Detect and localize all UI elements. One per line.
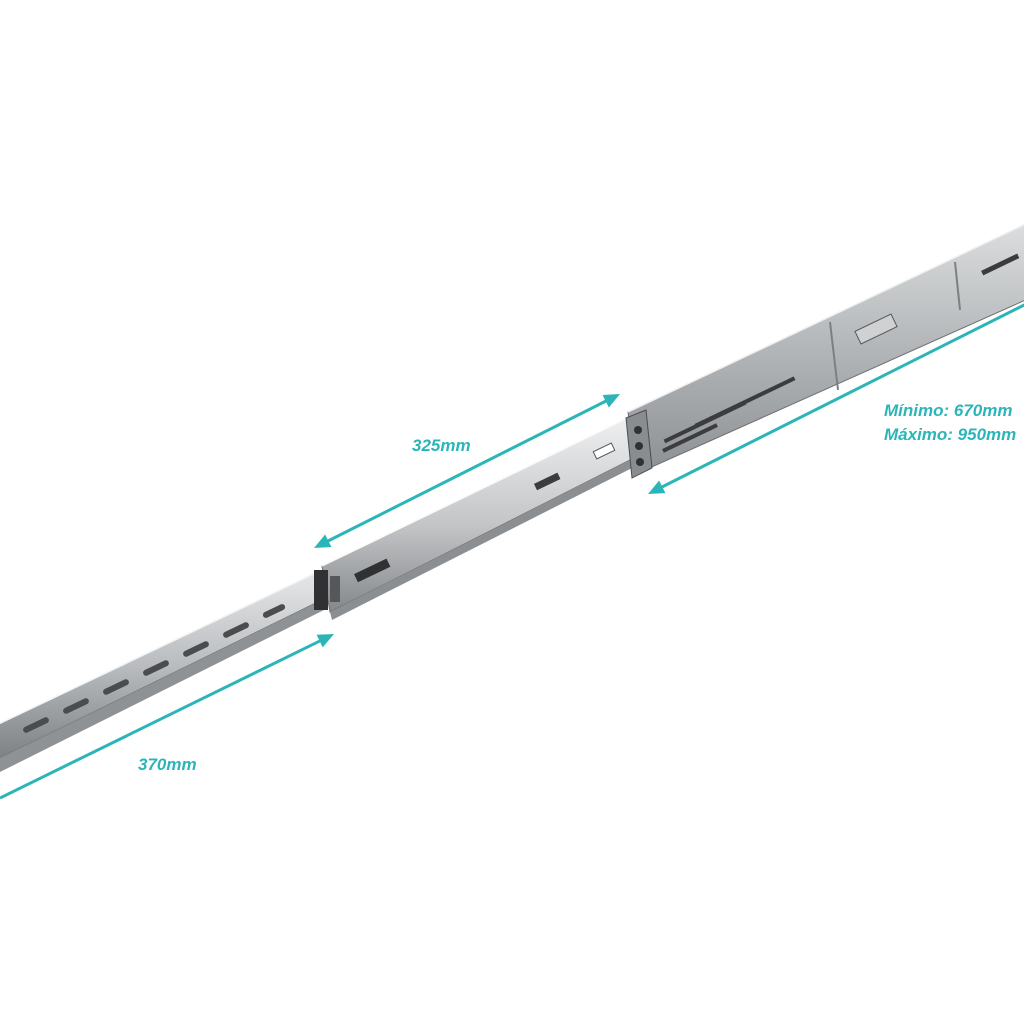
outer-max-length-label: Máximo: 950mm — [884, 425, 1017, 444]
inner-rail-slots — [23, 604, 286, 733]
middle-member-arrow-line — [324, 398, 610, 544]
middle-member-arrow-start-head — [314, 534, 332, 548]
front-mounting-bracket — [625, 409, 653, 479]
outer-rail-member — [625, 224, 1024, 479]
inner-member-arrow-line — [0, 637, 324, 800]
inner-member-arrow-end-head — [316, 634, 334, 648]
inner-member-length-label: 370mm — [138, 755, 197, 774]
outer-member-arrow-line — [658, 303, 1024, 490]
outer-min-length-label: Mínimo: 670mm — [884, 401, 1013, 420]
outer-member-arrow-start-head — [648, 480, 666, 494]
middle-member-arrow-end-head — [602, 394, 620, 408]
middle-rail-slots — [533, 442, 616, 491]
middle-rail-member — [314, 417, 636, 620]
dimension-arrows — [0, 303, 1024, 800]
outer-rail-slots — [662, 253, 1020, 453]
middle-rail-latch — [314, 558, 391, 610]
middle-member-length-label: 325mm — [412, 436, 471, 455]
inner-rail-member — [0, 571, 328, 772]
